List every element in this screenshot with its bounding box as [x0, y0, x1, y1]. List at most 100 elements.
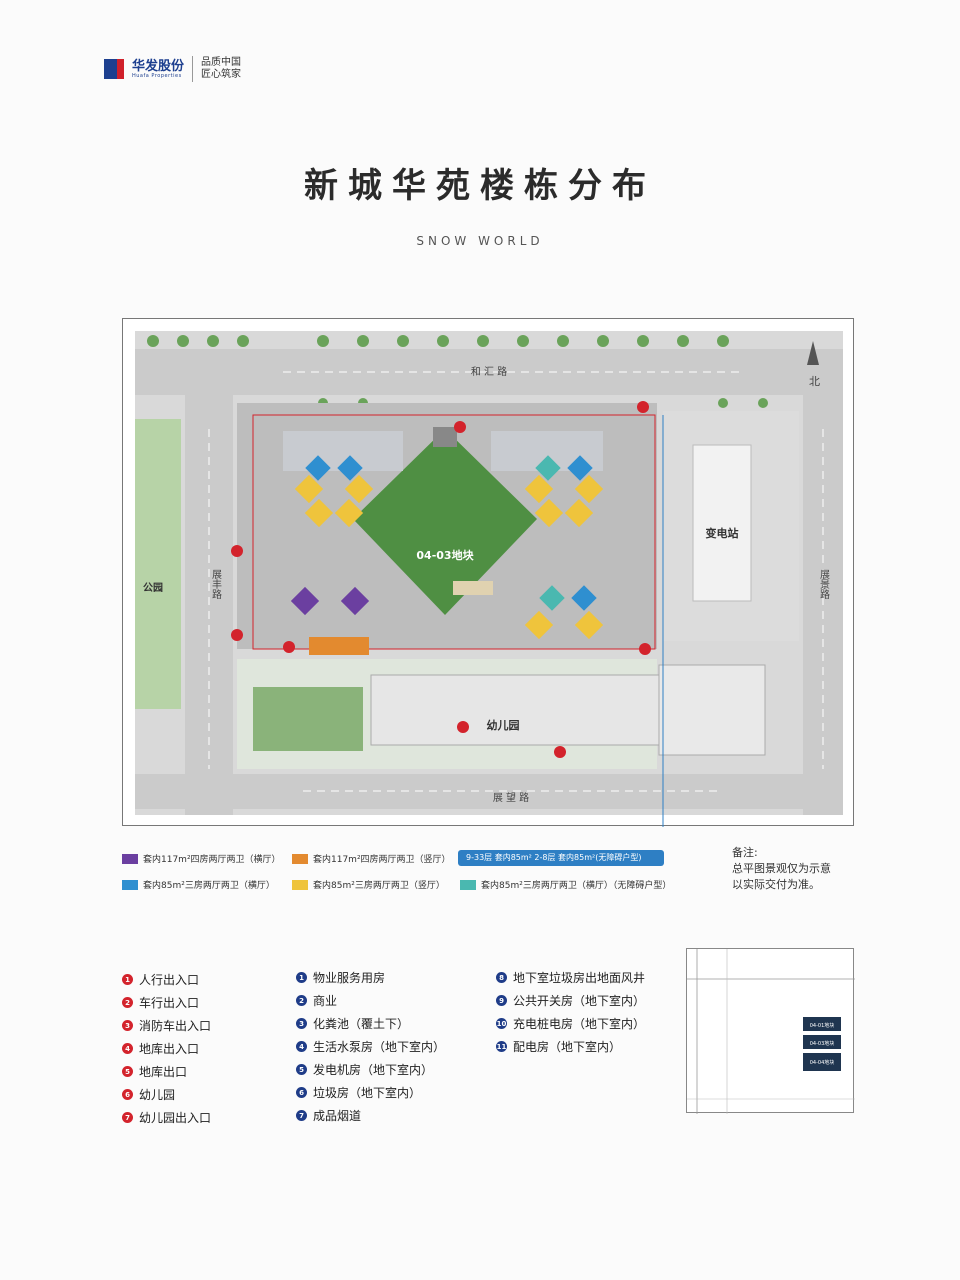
list-item: 11 配电房（地下室内）	[496, 1035, 645, 1058]
kindergarten-playground	[253, 687, 363, 751]
facility-label: 垃圾房（地下室内）	[313, 1086, 422, 1100]
facility-label: 公共开关房（地下室内）	[513, 994, 646, 1008]
legend-label: 套内85m²三房两厅两卫（横厅）（无障碍户型）	[481, 881, 672, 891]
entrance-markers	[231, 401, 651, 758]
legend-swatch	[460, 879, 476, 890]
north-label: 北	[809, 375, 820, 388]
locator-label-2: 04-03地块	[810, 1040, 835, 1047]
central-garden	[353, 429, 537, 615]
logo-divider	[192, 56, 194, 82]
facility-label: 生活水泵房（地下室内）	[313, 1040, 446, 1054]
facility-number: 11	[496, 1041, 507, 1052]
legend-item: 套内85m²三房两厅两卫（横厅）	[122, 878, 275, 891]
logo-sub: Huafa Properties	[132, 72, 182, 79]
entrance-number: 2	[122, 997, 133, 1008]
road-left-label: 展丰路	[210, 569, 222, 600]
remark-title: 备注:	[732, 846, 758, 859]
legend-label: 套内85m²三房两厅两卫（横厅）	[143, 881, 275, 891]
park-area	[135, 419, 181, 709]
legend-label: 套内117m²四房两厅两卫（竖厅）	[313, 855, 451, 865]
header-logo: 华发股份 Huafa Properties 品质中国 匠心筑家	[104, 56, 241, 82]
facility-label: 地下室垃圾房出地面风井	[513, 971, 646, 985]
slogan: 品质中国 匠心筑家	[201, 57, 241, 82]
locator-label-1: 04-01地块	[810, 1022, 835, 1029]
kindergarten-label: 幼儿园	[487, 718, 520, 732]
locator-label-3: 04-04地块	[810, 1059, 835, 1066]
building-cluster-ne	[524, 455, 604, 528]
list-item: 2 车行出入口	[122, 991, 211, 1014]
site-plan-drawing: 和 汇 路 展 望 路 展丰路 展景路 北 04-03地块 变电站 幼儿园 公园	[135, 331, 843, 827]
facility-label: 成品烟道	[313, 1109, 362, 1123]
facility-number: 8	[496, 972, 507, 983]
facility-label: 商业	[313, 994, 338, 1008]
entrance-label: 地库出入口	[139, 1042, 200, 1056]
list-item: 7 成品烟道	[296, 1104, 445, 1127]
entrance-label: 车行出入口	[139, 996, 200, 1010]
facility-number: 1	[296, 972, 307, 983]
list-item: 5 发电机房（地下室内）	[296, 1058, 445, 1081]
kindergarten-building	[370, 674, 660, 746]
entrance-number: 3	[122, 1020, 133, 1031]
facility-label: 物业服务用房	[313, 971, 386, 985]
legend-swatch	[292, 879, 308, 890]
road-top-label: 和 汇 路	[471, 365, 507, 378]
legend-item: 套内117m²四房两厅两卫（竖厅）	[292, 852, 451, 865]
legend-swatch	[122, 853, 138, 864]
road-right-label: 展景路	[818, 569, 830, 600]
facility-number: 5	[296, 1064, 307, 1075]
legend-item: 套内85m²三房两厅两卫（横厅）（无障碍户型）	[460, 878, 671, 891]
remark: 备注: 总平图景观仅为示意 以实际交付为准。	[732, 845, 831, 893]
entrance-label: 幼儿园	[139, 1088, 176, 1102]
park-label: 公园	[143, 582, 163, 594]
facility-number: 6	[296, 1087, 307, 1098]
facility-number: 2	[296, 995, 307, 1006]
legend-swatch	[292, 853, 308, 864]
substation-label: 变电站	[706, 526, 739, 540]
building-cluster-sw	[290, 586, 370, 655]
entrance-label: 地库出口	[139, 1065, 188, 1079]
facility-number: 10	[496, 1018, 507, 1029]
list-item: 6 幼儿园	[122, 1083, 211, 1106]
remark-line2: 以实际交付为准。	[732, 878, 820, 891]
slogan-line1: 品质中国	[201, 56, 242, 68]
entrance-number: 6	[122, 1089, 133, 1100]
entrance-label: 人行出入口	[139, 973, 200, 987]
list-item: 8 地下室垃圾房出地面风井	[496, 966, 645, 989]
list-item: 9 公共开关房（地下室内）	[496, 989, 645, 1012]
legend-swatch	[122, 879, 138, 890]
remark-line1: 总平图景观仅为示意	[732, 862, 831, 875]
locator-drawing: 04-01地块 04-03地块 04-04地块	[687, 949, 855, 1114]
facility-number: 9	[496, 995, 507, 1006]
entrance-gate	[433, 427, 457, 447]
list-item: 6 垃圾房（地下室内）	[296, 1081, 445, 1104]
north-arrow-icon	[807, 341, 819, 365]
facility-label: 配电房（地下室内）	[513, 1040, 622, 1054]
site-plan: 和 汇 路 展 望 路 展丰路 展景路 北 04-03地块 变电站 幼儿园 公园	[122, 318, 854, 827]
logo-text-group: 华发股份 Huafa Properties	[132, 60, 184, 79]
slogan-line2: 匠心筑家	[201, 69, 242, 80]
list-item: 1 物业服务用房	[296, 966, 445, 989]
legend-label: 套内117m²四房两厅两卫（横厅）	[143, 855, 281, 865]
legend-item: 套内117m²四房两厅两卫（横厅）	[122, 852, 281, 865]
facility-number: 3	[296, 1018, 307, 1029]
list-item: 4 地库出入口	[122, 1037, 211, 1060]
logo-text: 华发股份	[132, 58, 185, 74]
legend-item: 套内85m²三房两厅两卫（竖厅）	[292, 878, 445, 891]
facility-label: 充电桩电房（地下室内）	[513, 1017, 646, 1031]
legend-note: 9-33层 套内85m² 2-8层 套内85m²(无障碍户型)	[458, 850, 664, 866]
facility-number: 7	[296, 1110, 307, 1121]
facility-label: 发电机房（地下室内）	[313, 1063, 434, 1077]
road-bottom-label: 展 望 路	[493, 791, 529, 804]
entrance-number: 4	[122, 1043, 133, 1054]
legend-label: 套内85m²三房两厅两卫（竖厅）	[313, 881, 445, 891]
entrance-label: 幼儿园出入口	[139, 1111, 212, 1125]
